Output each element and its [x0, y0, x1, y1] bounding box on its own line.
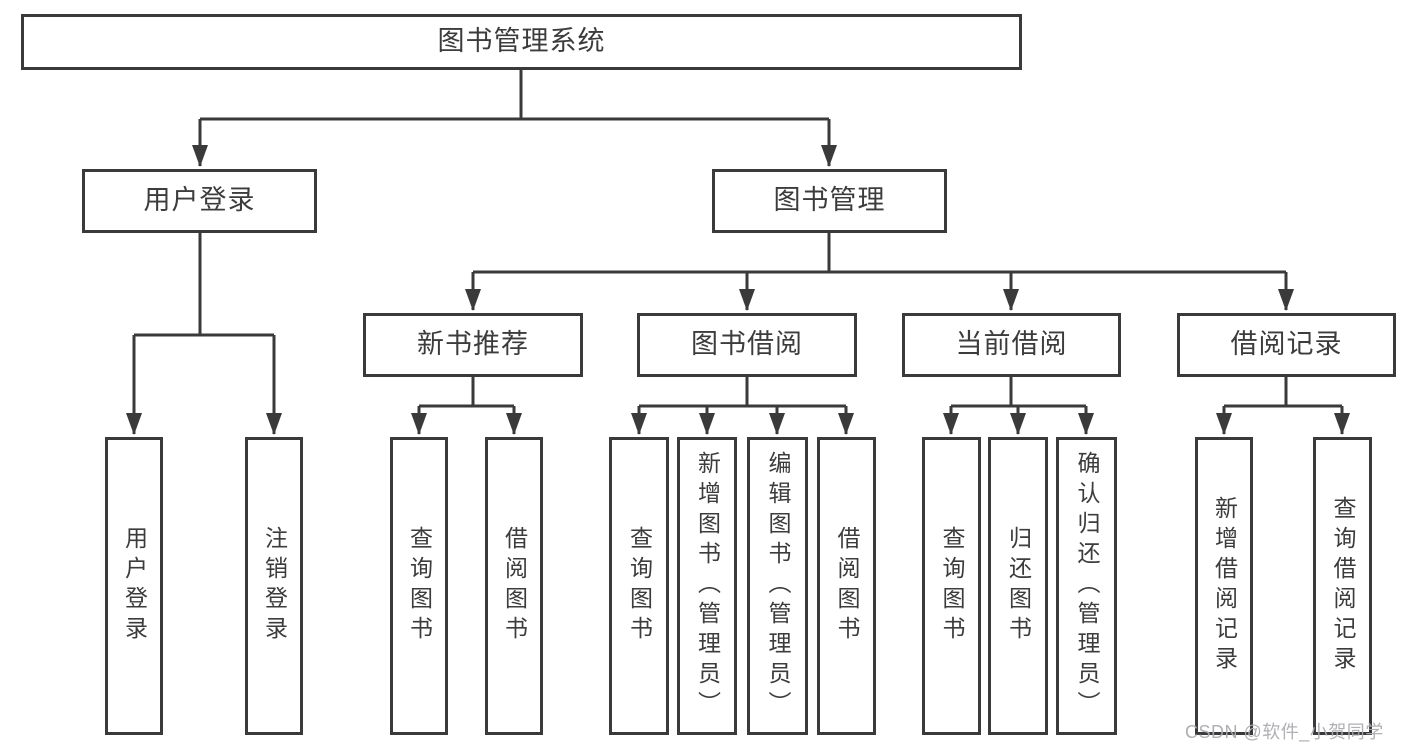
node-borrow-books-leaf: 借阅图书 — [817, 437, 876, 735]
node-current-borrowing: 当前借阅 — [902, 313, 1121, 377]
node-query-books-borrowing: 查询图书 — [609, 437, 669, 735]
csdn-watermark: CSDN @软件_小贺同学 — [1185, 722, 1384, 742]
node-borrowing-records: 借阅记录 — [1177, 313, 1396, 377]
node-borrow-books-recommend: 借阅图书 — [485, 437, 543, 735]
node-edit-books-admin: 编辑图书（管理员） — [747, 437, 808, 735]
node-return-books: 归还图书 — [988, 437, 1048, 735]
node-book-borrowing: 图书借阅 — [637, 313, 857, 377]
node-book-management: 图书管理 — [712, 169, 947, 233]
node-query-books-recommend: 查询图书 — [390, 437, 448, 735]
node-query-borrow-record: 查询借阅记录 — [1313, 437, 1372, 735]
node-add-borrow-record: 新增借阅记录 — [1195, 437, 1253, 735]
node-new-book-recommendation: 新书推荐 — [363, 313, 583, 377]
node-query-books-current: 查询图书 — [922, 437, 981, 735]
node-confirm-return-admin: 确认归还（管理员） — [1056, 437, 1117, 735]
node-library-management-system: 图书管理系统 — [21, 14, 1022, 70]
node-user-login-leaf: 用户登录 — [105, 437, 163, 735]
node-user-login: 用户登录 — [82, 169, 317, 233]
node-logout: 注销登录 — [245, 437, 303, 735]
node-add-books-admin: 新增图书（管理员） — [677, 437, 737, 735]
